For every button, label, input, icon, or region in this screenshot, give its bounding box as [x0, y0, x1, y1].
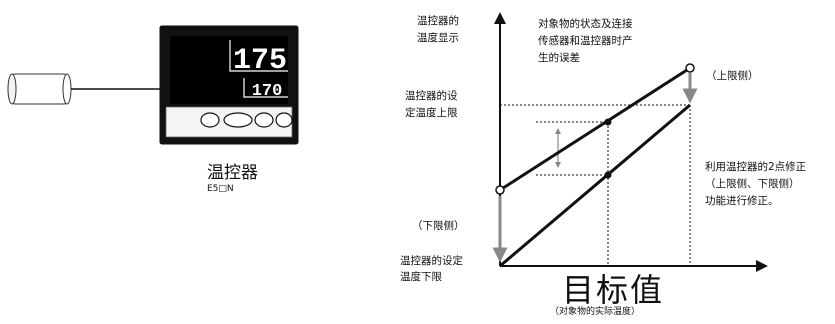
lower-side-label: （下限侧） [412, 220, 465, 232]
upper-limit-point [685, 63, 695, 73]
pv-frame [229, 40, 288, 72]
note-line-1: 对象物的状态及连接 [538, 18, 633, 30]
corrected-line [499, 103, 691, 268]
x-axis-subtitle: （对象物的实际温度） [550, 307, 641, 317]
upper-limit-label-2: 定温度上限 [405, 107, 458, 119]
key-4 [275, 112, 293, 128]
correction-line-2: （上限侧、下限侧） [705, 178, 800, 190]
note-line-3: 生的误差 [538, 52, 580, 64]
upper-limit-label-1: 温控器的设 [405, 90, 458, 102]
lower-limit-point [495, 185, 505, 195]
device-name: 温控器 [207, 163, 258, 183]
y-axis-label-2: 温度显示 [417, 32, 459, 44]
measured-point [604, 118, 612, 126]
display-pv: 175 [233, 44, 287, 78]
lower-limit-label-2: 温度下限 [400, 271, 442, 283]
lower-limit-label-1: 温控器的设定 [400, 255, 463, 267]
x-axis-title: 目标值 [562, 271, 665, 309]
sv-frame [243, 78, 288, 98]
actual-point [604, 171, 612, 179]
sensor-icon [7, 73, 72, 105]
measured-line [499, 66, 691, 192]
note-line-2: 传感器和温控器时产 [538, 35, 633, 47]
temperature-controller [159, 25, 299, 145]
key-3 [254, 112, 274, 128]
display-sv: 170 [252, 82, 283, 101]
correction-line-1: 利用温控器的2点修正 [705, 161, 807, 173]
key-2 [223, 112, 253, 128]
correction-line-3: 功能进行修正。 [705, 195, 779, 207]
device-model: E5□N [207, 184, 234, 194]
upper-side-label: （上限侧） [706, 70, 759, 82]
key-1 [200, 112, 220, 128]
y-axis-label-1: 温控器的 [417, 15, 459, 27]
